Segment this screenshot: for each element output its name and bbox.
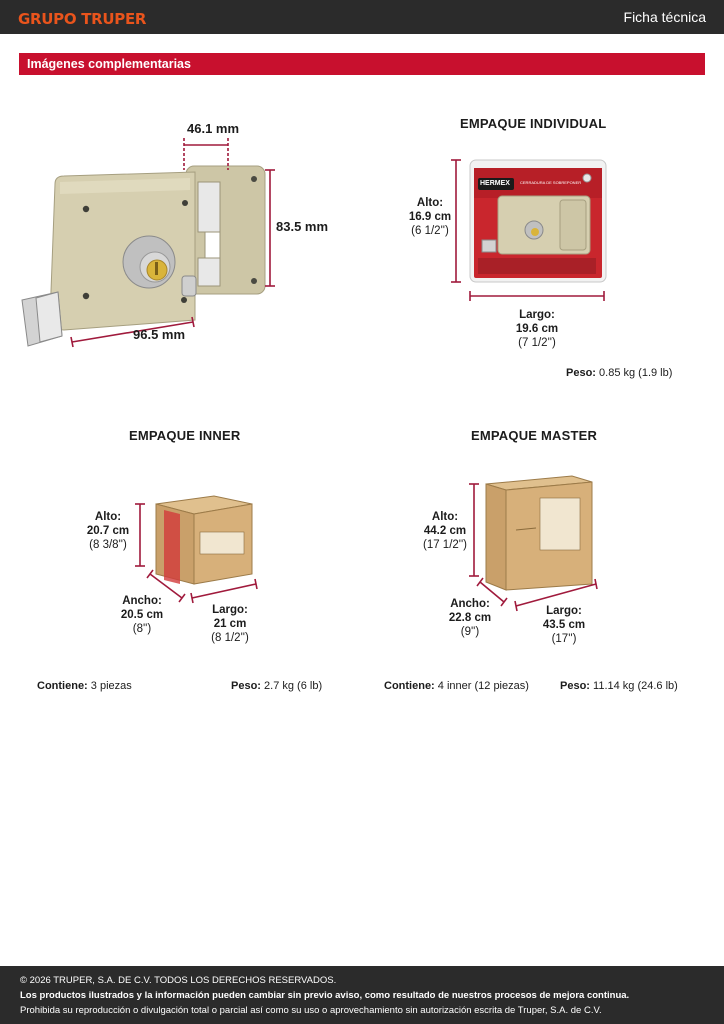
- lock-height-dimension: 83.5 mm: [276, 219, 329, 234]
- individual-weight-value: 0.85 kg (1.9 lb): [599, 367, 673, 379]
- lock-illustration: [21, 138, 275, 348]
- lock-depth-dimension: 46.1 mm: [187, 121, 240, 136]
- master-contents-label: Contiene:: [384, 680, 435, 692]
- footer-prohibition: Prohibida su reproducción o divulgación …: [20, 1005, 602, 1016]
- master-largo-label: Largo: 43.5 cm (17''): [536, 604, 592, 646]
- package-product-text: CERRADURA DE SOBREPONER: [520, 180, 582, 185]
- inner-weight: Peso: 2.7 kg (6 lb): [231, 680, 322, 692]
- inner-contents-value: 3 piezas: [90, 680, 132, 692]
- inner-ancho-in: (8''): [132, 623, 152, 635]
- inner-alto-cm: 20.7 cm: [86, 525, 130, 537]
- inner-largo-title: Largo:: [212, 604, 248, 616]
- individual-largo-label: Largo: 19.6 cm (7 1/2''): [506, 308, 568, 350]
- individual-package: [451, 159, 607, 301]
- document-type: Ficha técnica: [623, 9, 706, 25]
- individual-alto-label: Alto: 16.9 cm (6 1/2''): [404, 196, 456, 238]
- master-weight: Peso: 11.14 kg (24.6 lb): [560, 680, 678, 692]
- inner-largo-label: Largo: 21 cm (8 1/2''): [202, 603, 258, 645]
- master-largo-title: Largo:: [546, 605, 582, 617]
- inner-weight-value: 2.7 kg (6 lb): [264, 680, 323, 692]
- master-alto-in: (17 1/2''): [422, 539, 468, 551]
- header-bar: GRUPO TRUPER Ficha técnica: [0, 0, 724, 34]
- master-weight-label: Peso:: [560, 680, 590, 692]
- individual-package-title: EMPAQUE INDIVIDUAL: [460, 116, 607, 131]
- inner-alto-in: (8 3/8''): [89, 539, 127, 551]
- lock-width-dimension: 96.5 mm: [133, 327, 186, 342]
- master-ancho-label: Ancho: 22.8 cm (9''): [442, 597, 498, 639]
- individual-weight-label: Peso:: [566, 367, 596, 379]
- package-brand-text: HERMEX: [480, 180, 510, 187]
- master-ancho-in: (9''): [460, 626, 480, 638]
- master-contents: Contiene: 4 inner (12 piezas): [384, 680, 529, 692]
- master-ancho-title: Ancho:: [450, 598, 490, 610]
- footer: © 2026 TRUPER, S.A. DE C.V. TODOS LOS DE…: [0, 966, 724, 1024]
- master-largo-in: (17''): [551, 633, 577, 645]
- inner-contents: Contiene: 3 piezas: [37, 680, 132, 692]
- master-alto-cm: 44.2 cm: [423, 525, 467, 537]
- inner-alto-label: Alto: 20.7 cm (8 3/8''): [84, 510, 132, 552]
- inner-ancho-title: Ancho:: [122, 595, 162, 607]
- master-largo-cm: 43.5 cm: [542, 619, 586, 631]
- individual-alto-title: Alto:: [416, 197, 444, 209]
- inner-package-title: EMPAQUE INNER: [129, 428, 241, 443]
- individual-alto-cm: 16.9 cm: [408, 211, 452, 223]
- inner-ancho-label: Ancho: 20.5 cm (8''): [114, 594, 170, 636]
- master-ancho-cm: 22.8 cm: [448, 612, 492, 624]
- master-alto-label: Alto: 44.2 cm (17 1/2''): [418, 510, 472, 552]
- inner-largo-in: (8 1/2''): [211, 632, 249, 644]
- inner-alto-title: Alto:: [94, 511, 122, 523]
- footer-notice: Los productos ilustrados y la informació…: [20, 990, 630, 1001]
- master-box: [469, 475, 598, 612]
- individual-weight: Peso: 0.85 kg (1.9 lb): [566, 367, 672, 379]
- brand-logo: GRUPO TRUPER: [18, 10, 147, 28]
- footer-copyright: © 2026 TRUPER, S.A. DE C.V. TODOS LOS DE…: [20, 975, 337, 986]
- inner-ancho-cm: 20.5 cm: [120, 609, 164, 621]
- master-alto-title: Alto:: [431, 511, 459, 523]
- inner-weight-label: Peso:: [231, 680, 261, 692]
- individual-largo-cm: 19.6 cm: [515, 323, 559, 335]
- section-title: Imágenes complementarias: [27, 57, 191, 71]
- master-package-title: EMPAQUE MASTER: [471, 428, 598, 443]
- individual-largo-in: (7 1/2''): [518, 337, 556, 349]
- individual-largo-title: Largo:: [519, 309, 555, 321]
- master-weight-value: 11.14 kg (24.6 lb): [593, 680, 678, 692]
- master-contents-value: 4 inner (12 piezas): [437, 680, 529, 692]
- inner-box: [135, 495, 258, 604]
- inner-contents-label: Contiene:: [37, 680, 88, 692]
- inner-largo-cm: 21 cm: [213, 618, 247, 630]
- section-header: Imágenes complementarias: [19, 53, 705, 75]
- individual-alto-in: (6 1/2''): [411, 225, 449, 237]
